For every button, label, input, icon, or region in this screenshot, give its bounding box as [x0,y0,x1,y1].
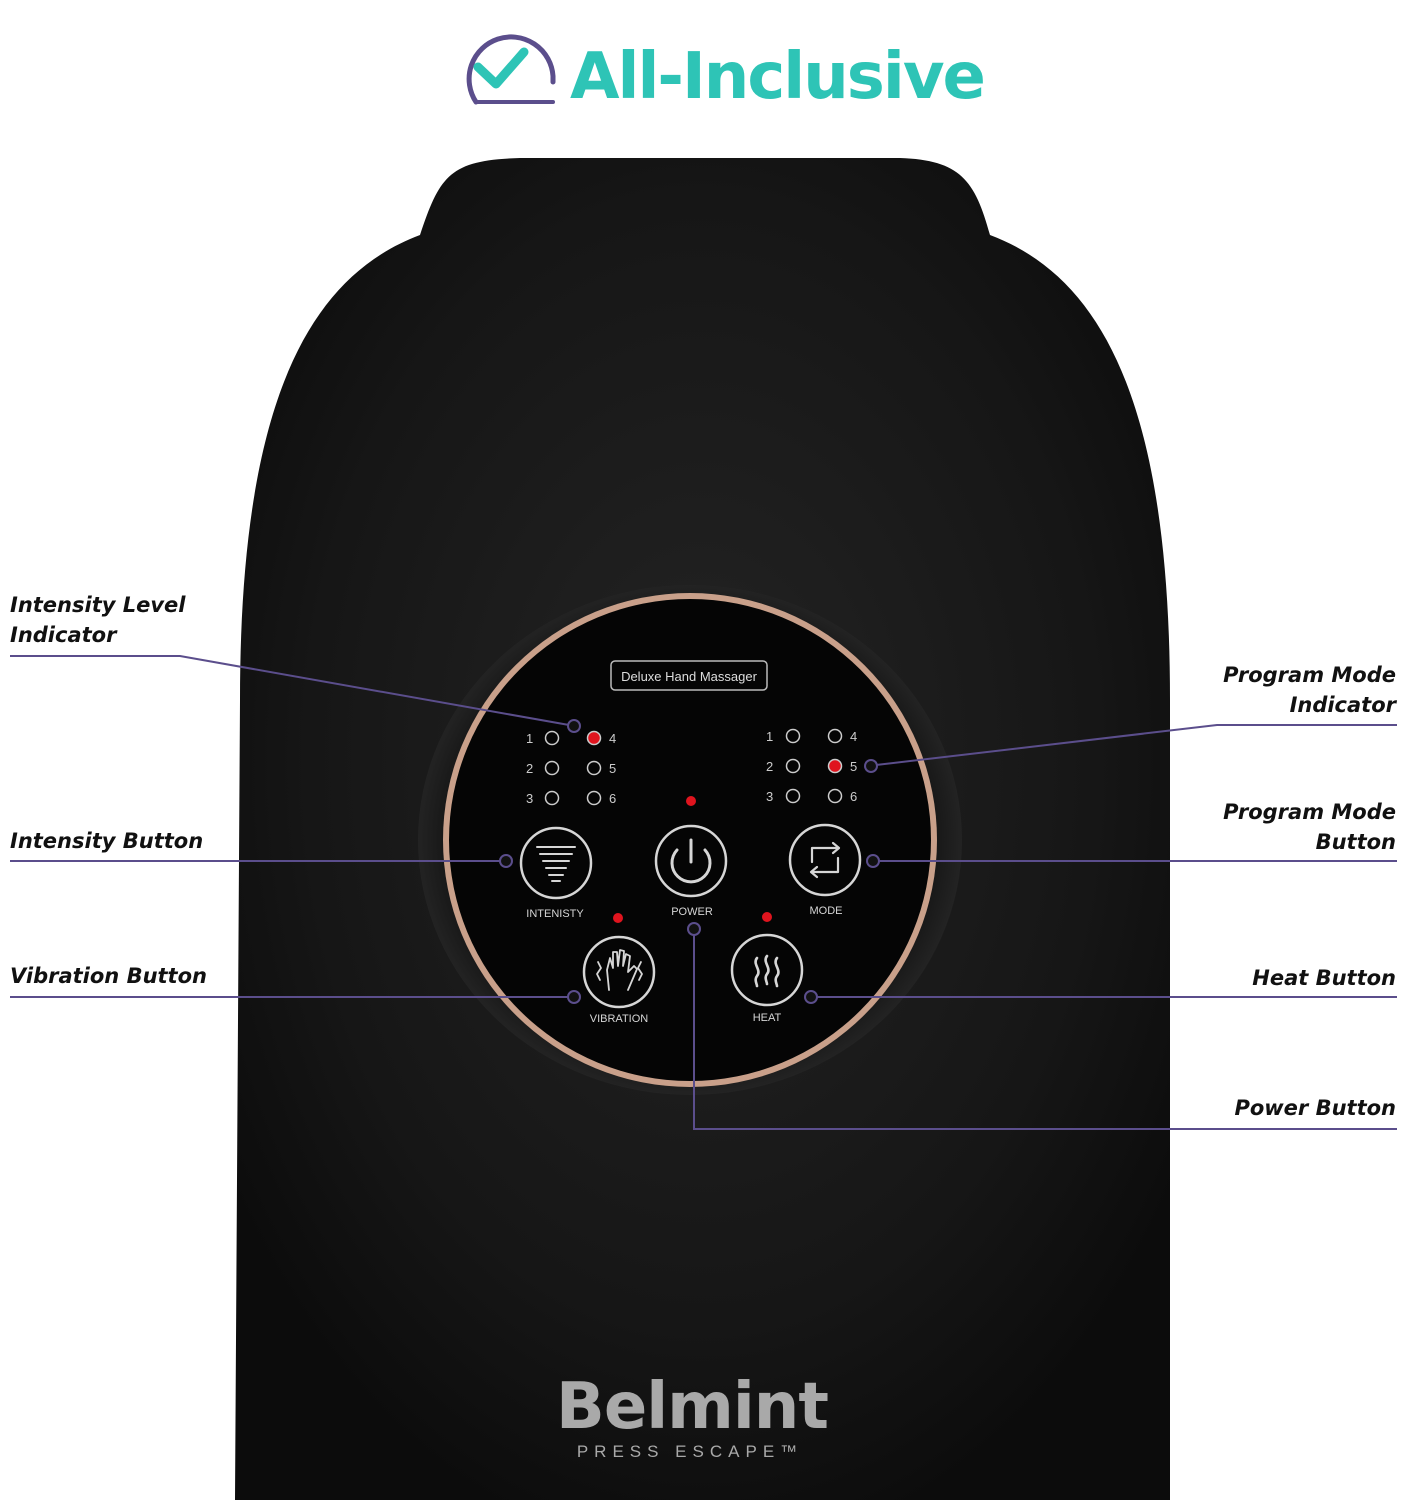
callout-dot-program-indicator [864,759,878,773]
power-icon [670,848,712,884]
intensity-led-2 [544,760,560,776]
callout-intensity-level-line-1: Intensity Level [10,593,186,617]
check-icon [473,47,529,89]
callout-power-button: Power Button [1234,1093,1396,1123]
callout-line-power-button [693,935,1397,1130]
callout-vibration-button: Vibration Button [10,961,207,991]
intensity-level-1-label: 1 [526,731,533,746]
badge-title: All-Inclusive [570,40,986,114]
intensity-led-4-active [586,730,602,746]
callout-vibration-button-text: Vibration Button [10,964,207,988]
panel-label-box [610,660,768,691]
intensity-led-3 [544,790,560,806]
program-level-3-label: 3 [766,789,773,804]
check-badge-icon [466,34,556,105]
callout-heat-button-text: Heat Button [1252,966,1396,990]
callout-dot-intensity-button [499,854,513,868]
vibration-button-ring [582,935,656,1009]
heat-button-label: HEAT [753,1012,782,1024]
program-level-4-label: 4 [850,729,857,744]
program-led-1 [785,728,801,744]
callout-program-mode-button: Program Mode Button [1223,797,1396,857]
repeat-icon [809,841,841,879]
callout-intensity-button: Intensity Button [10,826,203,856]
brand-logo: Belmint [556,1370,828,1444]
program-led-5-active [827,758,843,774]
program-level-6-label: 6 [850,789,857,804]
intensity-led-6 [586,790,602,806]
badge-arc [466,34,556,105]
intensity-level-3-label: 3 [526,791,533,806]
callout-program-indicator-line-1: Program Mode [1223,663,1396,687]
callout-power-button-text: Power Button [1234,1096,1396,1120]
vibrating-hand-icon [596,949,643,991]
program-led-3 [785,788,801,804]
program-led-2 [785,758,801,774]
vibration-status-led [613,913,623,923]
intensity-button-ring [519,826,593,900]
heat-button-ring [730,933,804,1007]
vibration-button[interactable]: VIBRATION [582,935,656,1025]
intensity-button[interactable]: INTENISTY [519,826,593,920]
heat-status-led [762,912,772,922]
power-button[interactable]: POWER [654,824,728,918]
heat-waves-icon [754,954,780,988]
callout-dot-vibration-button [567,990,581,1004]
mode-button[interactable]: MODE [788,823,862,917]
power-button-label: POWER [671,906,713,918]
mode-button-label: MODE [810,905,843,917]
intensity-level-4-label: 4 [609,731,616,746]
callout-lines [10,655,1397,1130]
power-status-led [686,796,696,806]
intensity-led-5 [586,760,602,776]
callout-dot-program-button [866,854,880,868]
intensity-icon [536,846,576,882]
callout-program-mode-indicator: Program Mode Indicator [1223,660,1396,720]
intensity-level-6-label: 6 [609,791,616,806]
callout-program-button-line-2: Button [1315,830,1396,854]
intensity-level-indicator: 1 2 3 4 5 6 [526,730,616,806]
program-level-2-label: 2 [766,759,773,774]
intensity-led-1 [544,730,560,746]
intensity-level-2-label: 2 [526,761,533,776]
callout-program-indicator-line-2: Indicator [1289,693,1396,717]
callout-intensity-button-text: Intensity Button [10,829,204,853]
program-level-5-label: 5 [850,759,857,774]
intensity-level-5-label: 5 [609,761,616,776]
callout-dot-power-button [687,922,701,936]
callout-line-program-indicator [875,724,1397,766]
program-led-6 [827,788,843,804]
heat-button[interactable]: HEAT [730,933,804,1024]
brand-tagline: PRESS ESCAPE™ [577,1442,803,1461]
program-led-4 [827,728,843,744]
program-level-1-label: 1 [766,729,773,744]
callout-heat-button: Heat Button [1252,963,1396,993]
callout-program-button-line-1: Program Mode [1223,800,1396,824]
callout-intensity-level-indicator: Intensity Level Indicator [10,590,186,650]
vibration-button-label: VIBRATION [590,1013,649,1025]
callout-dot-intensity-level [567,719,581,733]
intensity-button-label: INTENISTY [526,908,584,920]
callout-line-intensity-level [10,655,570,726]
callout-dot-heat-button [804,990,818,1004]
panel-label: Deluxe Hand Massager [621,669,758,684]
program-mode-indicator: 1 2 3 4 5 6 [766,728,857,804]
power-button-ring [654,824,728,898]
mode-button-ring [788,823,862,897]
callout-intensity-level-line-2: Indicator [10,623,117,647]
